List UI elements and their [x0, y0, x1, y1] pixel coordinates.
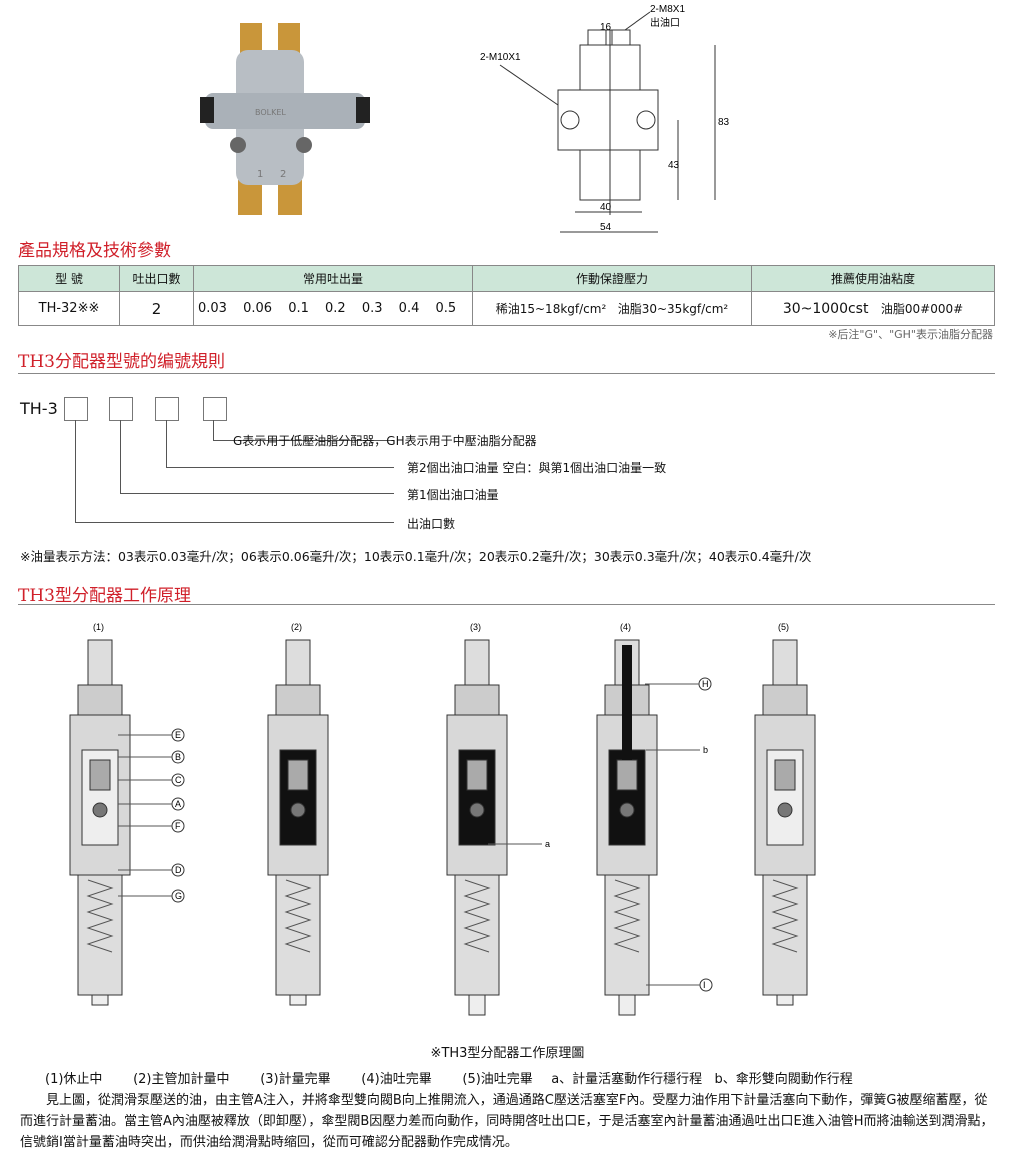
svg-text:2-M8X1: 2-M8X1 [650, 4, 685, 15]
table-row: TH-32※※ 2 0.03 0.06 0.1 0.2 0.3 0.4 0.5 … [18, 291, 995, 326]
valve-section: (3) [446, 622, 508, 1016]
svg-text:b: b [703, 745, 708, 755]
valve-section: (1) [69, 622, 131, 1006]
callout-a: a [488, 839, 550, 849]
svg-text:G: G [175, 891, 182, 901]
svg-text:F: F [175, 821, 181, 831]
principle-diagrams: (1) (2) (3) (4) (5) E B C A F D G Hb aI [69, 622, 816, 1016]
svg-text:2-M10X1: 2-M10X1 [480, 52, 521, 63]
svg-text:C: C [175, 775, 182, 785]
stage-label: (1) [93, 622, 104, 632]
callout-C: C [118, 773, 185, 787]
svg-text:A: A [175, 799, 181, 809]
callout-E: E [118, 728, 185, 742]
spec-note: ※后注"G"、"GH"表示油脂分配器 [828, 328, 993, 341]
spec-heading: 產品規格及技術參數 [18, 241, 171, 261]
callout-D: D [118, 863, 185, 877]
diagram-caption: ※TH3型分配器工作原理圖 [430, 1046, 585, 1061]
product-photo: BOLKEL 1 2 [200, 23, 370, 215]
volume-list: 0.03 0.06 0.1 0.2 0.3 0.4 0.5 [193, 291, 473, 326]
legend: (1)休止中 (2)主管加計量中 (3)計量完畢 (4)油吐完畢 (5)油吐完畢… [45, 1072, 853, 1087]
callout-b: b [646, 745, 708, 755]
callout-F: F [118, 819, 185, 833]
svg-text:a: a [545, 839, 550, 849]
valve-section: (5) [754, 622, 816, 1006]
stage-label: (4) [620, 622, 631, 632]
callout-G: G [118, 889, 185, 903]
coding-note: ※油量表示方法：03表示0.03毫升/次；06表示0.06毫升/次；10表示0.… [20, 549, 812, 564]
svg-text:54: 54 [600, 222, 612, 233]
svg-text:16: 16 [600, 22, 612, 33]
dimension-drawing: 16 2-M8X1 出油口 2-M10X1 83 43 40 54 [480, 4, 730, 233]
principle-paragraph: 見上圖，從潤滑泵壓送的油，由主管A注入，并將傘型雙向閥B向上推開流入，通過通路C… [20, 1093, 994, 1150]
svg-text:B: B [175, 752, 181, 762]
svg-text:83: 83 [718, 117, 730, 128]
svg-text:I: I [703, 980, 706, 990]
callout-I: I [646, 978, 713, 992]
svg-text:出油口: 出油口 [650, 16, 680, 29]
svg-text:40: 40 [600, 202, 612, 213]
stage-label: (5) [778, 622, 789, 632]
svg-text:H: H [702, 679, 709, 689]
coding-heading: TH3分配器型號的编號規則 [18, 352, 225, 372]
svg-text:D: D [175, 865, 182, 875]
stage-label: (3) [470, 622, 481, 632]
valve-section: (2) [267, 622, 329, 1006]
svg-text:E: E [175, 730, 181, 740]
svg-text:2: 2 [280, 169, 286, 180]
header-volume: 常用吐出量 [193, 265, 473, 292]
svg-text:1: 1 [257, 169, 263, 180]
callout-H: H [645, 677, 712, 691]
brand-mark: BOLKEL [255, 108, 286, 117]
callout-A: A [118, 797, 185, 811]
coding-item: 第1個出油口油量 [407, 488, 499, 502]
coding-item: G表示用于低壓油脂分配器，GH表示用于中壓油脂分配器 [233, 434, 537, 448]
coding-item: 第2個出油口油量 空白：與第1個出油口油量一致 [407, 461, 667, 475]
header-viscosity: 推薦使用油粘度 [751, 265, 995, 292]
svg-text:43: 43 [668, 160, 680, 171]
valve-section: (4) [596, 622, 658, 1016]
principle-heading: TH3型分配器工作原理 [18, 586, 191, 606]
header-model: 型 號 [18, 265, 120, 292]
spec-table: 型 號 吐出口數 常用吐出量 作動保證壓力 推薦使用油粘度 TH-32※※ 2 … [18, 265, 995, 326]
coding-item: 出油口數 [407, 517, 456, 531]
stage-label: (2) [291, 622, 302, 632]
callout-B: B [118, 750, 185, 764]
header-pressure: 作動保證壓力 [472, 265, 752, 292]
header-outlets: 吐出口數 [119, 265, 194, 292]
